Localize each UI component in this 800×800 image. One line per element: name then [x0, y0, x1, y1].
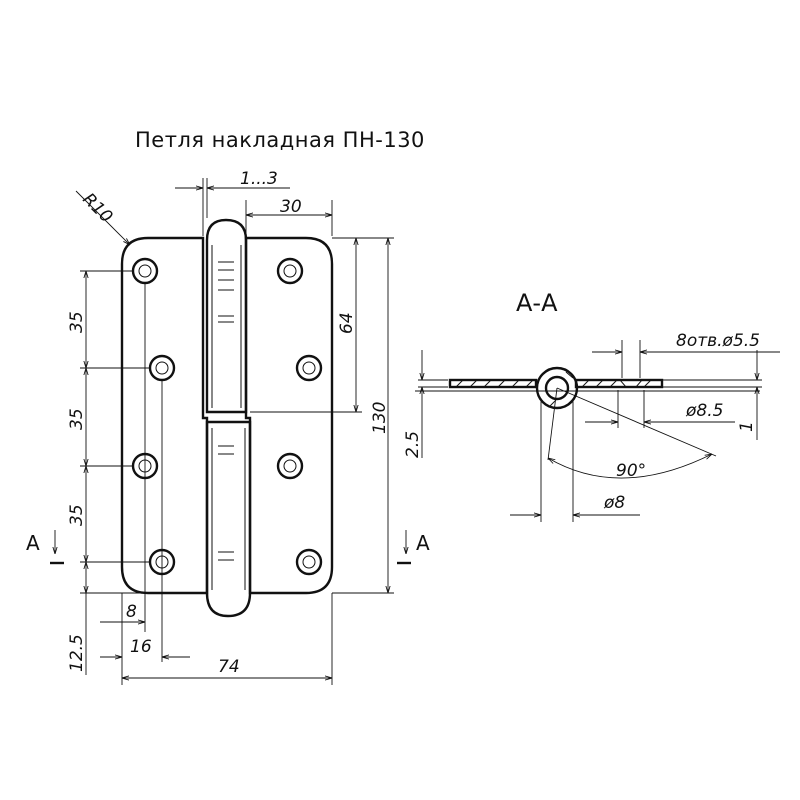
section-title: А-А — [516, 289, 558, 317]
hole — [276, 452, 304, 480]
angle-label: 90° — [616, 461, 646, 481]
total-height-label: 130 — [370, 402, 390, 434]
right-leaf-outline — [244, 236, 334, 595]
hole-offset-label-1: 8 — [126, 602, 137, 622]
total-width-label: 74 — [218, 657, 240, 677]
holes-label: 8отв.ø5.5 — [676, 331, 760, 351]
left-leaf-outline — [120, 236, 209, 595]
hole — [131, 257, 159, 285]
mounting-holes — [131, 257, 323, 576]
section-mark-right: А — [416, 531, 430, 555]
upper-knuckle — [205, 218, 248, 414]
hole — [276, 257, 304, 285]
gap-label: 1...3 — [240, 169, 278, 189]
thickness-label: 2.5 — [403, 431, 423, 458]
radius-label: R10 — [78, 189, 116, 227]
countersink-label: ø8.5 — [685, 401, 723, 421]
section-dimensions — [418, 340, 780, 522]
hole — [295, 548, 323, 576]
front-dimensions — [75, 178, 394, 685]
upper-height-label: 64 — [337, 312, 357, 334]
drawing-title: Петля накладная ПН-130 — [135, 128, 425, 152]
section-view — [415, 366, 760, 410]
pitch-label-1: 35 — [67, 311, 87, 333]
pitch-label-3: 35 — [67, 504, 87, 526]
hole-offset-label-2: 16 — [130, 637, 152, 657]
section-marks — [50, 530, 411, 565]
hole — [148, 354, 176, 382]
leaf-width-label: 30 — [280, 197, 302, 217]
section-dim-labels: 2.5 8отв.ø5.5 ø8.5 1 90° ø8 — [403, 331, 760, 513]
bottom-offset-label: 12.5 — [67, 634, 87, 672]
hole — [295, 354, 323, 382]
knuckle-label: ø8 — [603, 493, 625, 513]
lower-knuckle — [205, 420, 252, 618]
plate-label: 1 — [737, 421, 757, 432]
front-dim-labels: R10 1...3 30 64 130 35 35 35 12.5 8 16 7… — [67, 169, 390, 677]
section-mark-left: А — [26, 531, 40, 555]
pitch-label-2: 35 — [67, 408, 87, 430]
